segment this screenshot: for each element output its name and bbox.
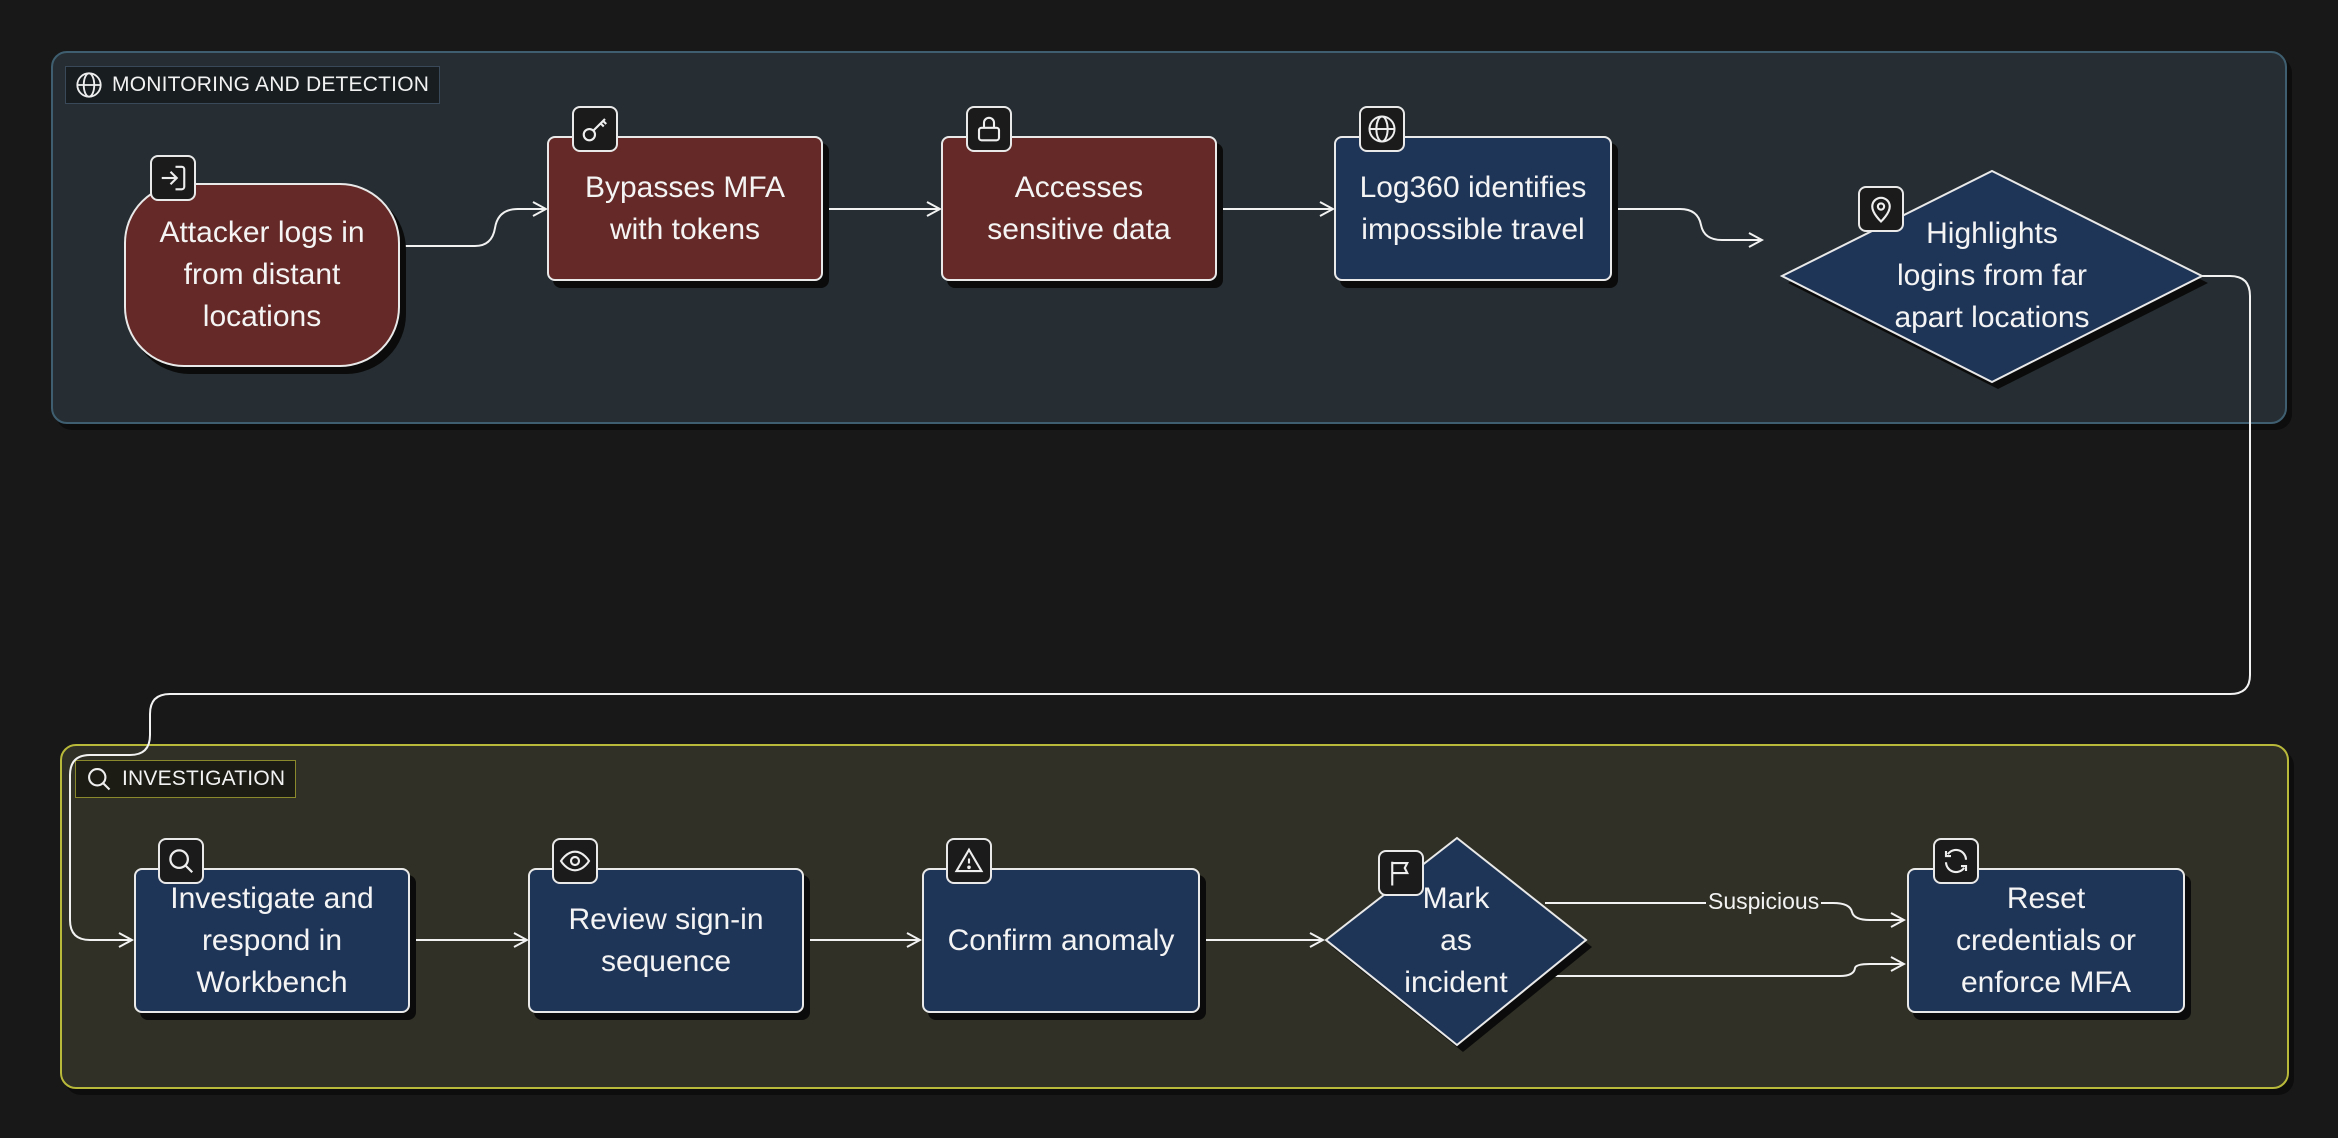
lock-icon [966,106,1012,152]
node-label: Highlights logins from far apart locatio… [1894,217,2090,334]
globe-icon [74,70,104,100]
node-label: Accesses sensitive data [987,170,1171,246]
node-label: Bypasses MFA with tokens [584,170,786,246]
group-label-text: INVESTIGATION [122,767,286,790]
map-pin-icon [1858,186,1904,232]
eye-icon [552,838,598,884]
edge-highlights-to-investigate [69,275,2251,940]
key-icon [572,106,618,152]
node-label: Review sign-in sequence [568,902,764,978]
refresh-icon [1933,838,1979,884]
node-label: Mark as incident [1404,882,1508,999]
edge-attacker-to-bypass [399,209,546,247]
sign-in-icon [150,155,196,201]
edge-log360-to-highlights [1612,208,1762,240]
node-confirm-anomaly[interactable]: Confirm anomaly [922,868,1200,1013]
edge-mark-to-reset [1553,964,1904,977]
edge-mark-to-reset-suspicious [1545,902,1904,920]
node-reset-credentials[interactable]: Reset credentials or enforce MFA [1907,868,2185,1013]
node-log360-identifies[interactable]: Log360 identifies impossible travel [1334,136,1612,281]
globe-icon [1359,106,1405,152]
flag-icon [1378,850,1424,896]
edge-label-suspicious: Suspicious [1706,888,1822,915]
node-bypasses-mfa[interactable]: Bypasses MFA with tokens [547,136,823,281]
node-accesses-sensitive-data[interactable]: Accesses sensitive data [941,136,1217,281]
node-label: Attacker logs in from distant locations [159,216,365,333]
node-label: Reset credentials or enforce MFA [1955,881,2137,999]
search-icon [84,764,114,794]
node-investigate-respond[interactable]: Investigate and respond in Workbench [134,868,410,1013]
node-label: Investigate and respond in Workbench [170,881,374,999]
node-review-signin[interactable]: Review sign-in sequence [528,868,804,1013]
group-label-investigation: INVESTIGATION [75,760,297,798]
search-icon [158,838,204,884]
node-label: Log360 identifies impossible travel [1359,170,1587,246]
warning-icon [946,838,992,884]
node-label: Confirm anomaly [947,923,1175,957]
node-highlights-logins[interactable]: Highlights logins from far apart locatio… [1842,208,2142,344]
node-mark-as-incident[interactable]: Mark as incident [1356,878,1556,1004]
group-label-text: MONITORING AND DETECTION [112,73,430,96]
node-attacker-logs-in[interactable]: Attacker logs in from distant locations [124,183,400,367]
group-label-monitoring: MONITORING AND DETECTION [65,66,441,104]
